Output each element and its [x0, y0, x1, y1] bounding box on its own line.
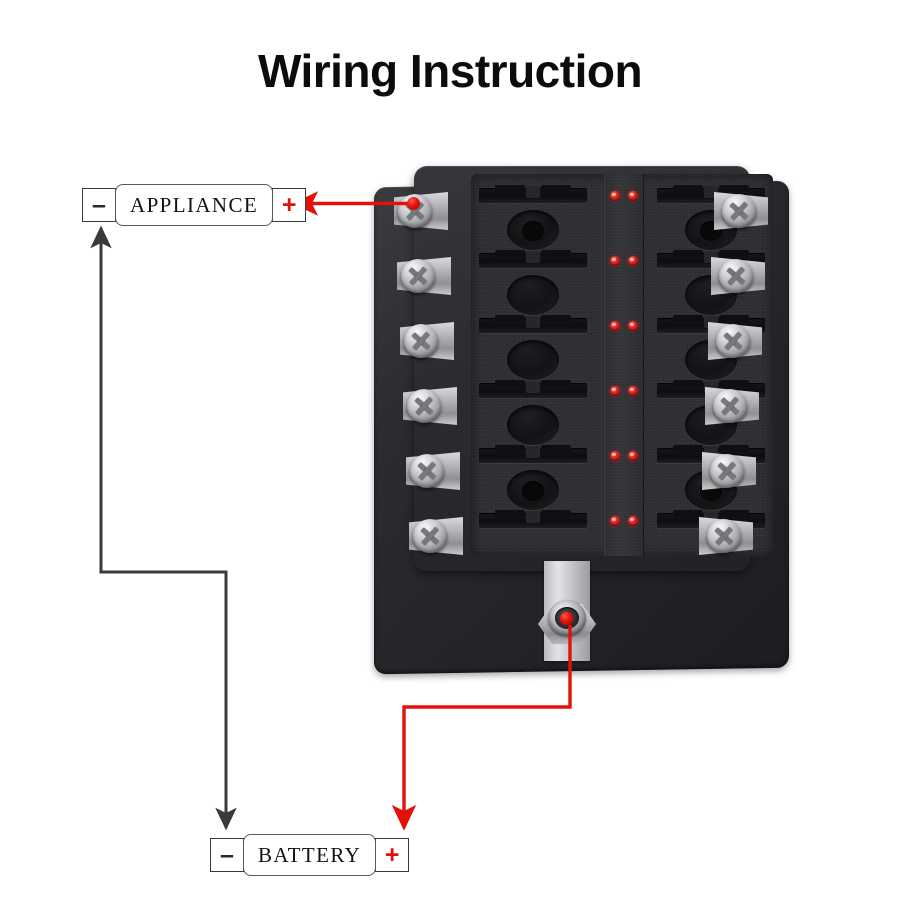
fuse-slot[interactable]	[479, 250, 587, 268]
screw-terminal-right-4[interactable]	[705, 385, 763, 429]
fuse-hole	[507, 210, 559, 250]
phillips-screw-icon	[722, 194, 756, 228]
screw-terminal-right-3[interactable]	[708, 320, 766, 364]
appliance-wire-connection-point	[407, 197, 420, 210]
screw-terminal-left-4[interactable]	[399, 385, 457, 429]
led-indicator	[610, 516, 620, 526]
main-positive-terminal[interactable]	[538, 598, 596, 648]
appliance-label-text: APPLIANCE	[115, 184, 274, 226]
appliance-minus-terminal[interactable]: –	[82, 188, 116, 222]
screw-terminal-right-1[interactable]	[714, 190, 772, 234]
fuse-slot[interactable]	[479, 315, 587, 333]
led-indicator	[610, 191, 620, 201]
led-indicator	[610, 256, 620, 266]
fuse-hole	[507, 470, 559, 510]
phillips-screw-icon	[710, 454, 744, 488]
led-indicator-strip	[604, 174, 644, 556]
appliance-terminal-label: – APPLIANCE +	[82, 184, 307, 226]
phillips-screw-icon	[401, 259, 435, 293]
fuse-slot[interactable]	[479, 185, 587, 203]
fuse-slot[interactable]	[479, 380, 587, 398]
fuse-hole	[507, 340, 559, 380]
led-indicator	[628, 516, 638, 526]
screw-terminal-left-2[interactable]	[393, 255, 451, 299]
battery-label-text: BATTERY	[243, 834, 377, 876]
phillips-screw-icon	[410, 454, 444, 488]
page-title: Wiring Instruction	[257, 45, 643, 97]
fuse-box-body	[414, 166, 773, 571]
phillips-screw-icon	[716, 324, 750, 358]
battery-terminal-label: – BATTERY +	[210, 834, 410, 876]
fuse-hole	[507, 405, 559, 445]
led-indicator	[628, 191, 638, 201]
wire-negative-appliance	[90, 225, 226, 574]
screw-terminal-left-6[interactable]	[405, 515, 463, 559]
phillips-screw-icon	[404, 324, 438, 358]
phillips-screw-icon	[707, 519, 741, 553]
wire-negative-battery	[101, 570, 237, 831]
screw-terminal-left-1[interactable]	[390, 190, 448, 234]
battery-plus-terminal[interactable]: +	[375, 838, 410, 872]
phillips-screw-icon	[719, 259, 753, 293]
led-indicator	[610, 451, 620, 461]
fuse-box-illustration	[374, 166, 789, 675]
fuse-slot[interactable]	[479, 445, 587, 463]
led-indicator	[610, 321, 620, 331]
appliance-plus-terminal[interactable]: +	[272, 188, 307, 222]
led-indicator	[628, 256, 638, 266]
phillips-screw-icon	[713, 389, 747, 423]
screw-terminal-right-5[interactable]	[702, 450, 760, 494]
led-indicator	[628, 451, 638, 461]
led-indicator	[628, 321, 638, 331]
phillips-screw-icon	[407, 389, 441, 423]
fuse-slot[interactable]	[479, 510, 587, 528]
positive-wire-connection-point	[560, 612, 573, 625]
screw-terminal-right-6[interactable]	[699, 515, 757, 559]
screw-terminal-left-5[interactable]	[402, 450, 460, 494]
screw-terminal-left-3[interactable]	[396, 320, 454, 364]
phillips-screw-icon	[413, 519, 447, 553]
led-indicator	[610, 386, 620, 396]
screw-terminal-right-2[interactable]	[711, 255, 769, 299]
led-indicator	[628, 386, 638, 396]
fuse-hole	[507, 275, 559, 315]
battery-minus-terminal[interactable]: –	[210, 838, 244, 872]
